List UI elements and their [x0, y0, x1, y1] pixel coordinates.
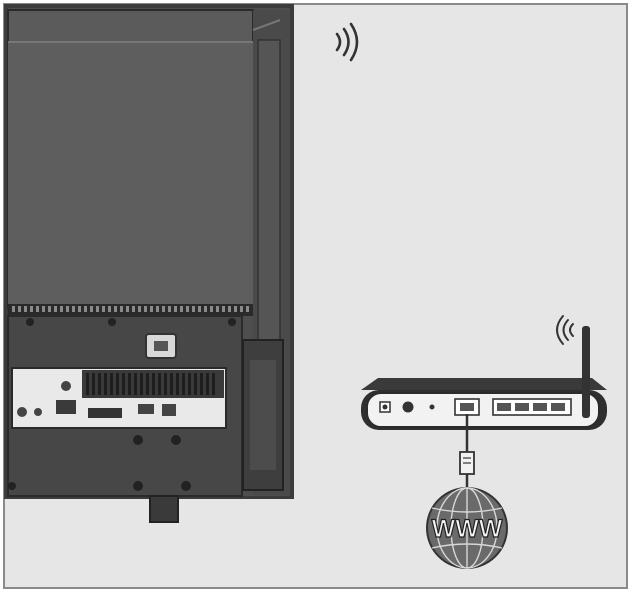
vent-slot [168, 306, 171, 312]
vent-slot [240, 306, 243, 312]
vent-slot [138, 306, 141, 312]
vent-slot [90, 306, 93, 312]
vent-rib [122, 373, 125, 395]
globe-icon: WWW [426, 487, 508, 569]
vent-slot [42, 306, 45, 312]
vent-slot [102, 306, 105, 312]
vent-slot [162, 306, 165, 312]
vent-rib [116, 373, 119, 395]
vent-rib [128, 373, 131, 395]
vent-rib [188, 373, 191, 395]
vent-slot [192, 306, 195, 312]
vent-slot [204, 306, 207, 312]
vent-rib [134, 373, 137, 395]
vent-slot [186, 306, 189, 312]
vent-slot [24, 306, 27, 312]
wifi-waves-icon [335, 22, 359, 62]
vent-slot [12, 306, 15, 312]
vent-slot [18, 306, 21, 312]
vent-rib [182, 373, 185, 395]
vent-rib [104, 373, 107, 395]
router-antenna [582, 326, 590, 418]
vent-slot [72, 306, 75, 312]
tv-stand-stub [149, 495, 179, 523]
vent-rib [110, 373, 113, 395]
vent-rib [164, 373, 167, 395]
vent-slot [222, 306, 225, 312]
vent-slot [60, 306, 63, 312]
vent-slot [174, 306, 177, 312]
vent-rib [152, 373, 155, 395]
router-reset-button [402, 401, 414, 413]
vent-rib [194, 373, 197, 395]
vent-rib [146, 373, 149, 395]
vent-slot [54, 306, 57, 312]
vent-slot [78, 306, 81, 312]
lan-port [162, 404, 176, 416]
router [361, 326, 607, 430]
vent-slot [84, 306, 87, 312]
vent-slot [114, 306, 117, 312]
vent-rib [212, 373, 215, 395]
vent-rib [92, 373, 95, 395]
vent-rib [170, 373, 173, 395]
vent-slot [120, 306, 123, 312]
vent-slot [132, 306, 135, 312]
scart-port [56, 400, 76, 414]
vent-slot [96, 306, 99, 312]
tv-vent-strip [8, 304, 253, 316]
vent-slot [108, 306, 111, 312]
vent-rib [98, 373, 101, 395]
vent-slot [216, 306, 219, 312]
vent-rib [200, 373, 203, 395]
vent-rib [158, 373, 161, 395]
wifi-waves-icon [556, 315, 574, 345]
vent-rib [86, 373, 89, 395]
vent-slot [30, 306, 33, 312]
vent-slot [246, 306, 249, 312]
vent-slot [48, 306, 51, 312]
vent-rib [176, 373, 179, 395]
vent-slot [150, 306, 153, 312]
vent-rib [206, 373, 209, 395]
vent-slot [126, 306, 129, 312]
vent-slot [228, 306, 231, 312]
hdmi-port [88, 408, 122, 418]
vent-slot [180, 306, 183, 312]
vent-slot [156, 306, 159, 312]
vent-rib [140, 373, 143, 395]
usb-port [138, 404, 154, 414]
vent-slot [198, 306, 201, 312]
vent-slot [234, 306, 237, 312]
vent-slot [144, 306, 147, 312]
av-jack [17, 407, 27, 417]
vent-slot [66, 306, 69, 312]
globe-label: WWW [432, 515, 503, 543]
ethernet-cable-icon [459, 414, 475, 490]
tv-rear-panel [4, 4, 294, 523]
vent-slot [36, 306, 39, 312]
vent-slot [210, 306, 213, 312]
